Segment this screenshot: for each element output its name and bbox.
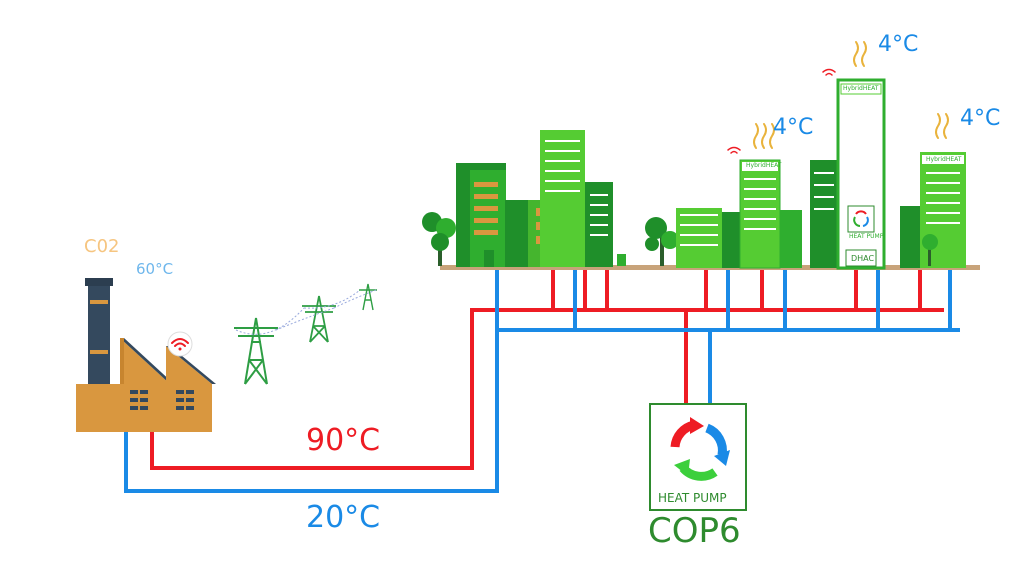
building-temp-label: 4°C: [960, 106, 1001, 131]
power-pylon-icon: [359, 283, 377, 311]
mini-heat-pump-label: HEAT PUMP: [849, 233, 884, 240]
hybridheat-sign: HybridHEAT: [926, 156, 962, 163]
bin-icon: [617, 254, 626, 266]
power-pylon-icon: [234, 317, 278, 385]
tree-icon: [922, 234, 938, 266]
supply-temp-label: 90°C: [306, 423, 381, 458]
heat-pump-box: [649, 403, 747, 511]
co2-label: C02: [84, 236, 120, 257]
hybridheat-sign: HybridHEAT: [746, 162, 782, 169]
factory-icon: [76, 278, 216, 432]
return-temp-label: 20°C: [306, 500, 381, 535]
building-icon: [739, 159, 802, 269]
building-temp-label: 4°C: [878, 32, 919, 57]
factory-steam-temp: 60°C: [136, 260, 174, 278]
tree-icon: [645, 217, 679, 266]
steam-icon: [935, 113, 949, 139]
building-icon: [456, 163, 506, 267]
power-lines: [235, 289, 377, 335]
cop-label: COP6: [648, 511, 741, 551]
steam-icon: [753, 123, 775, 149]
building-icon: [810, 160, 838, 268]
wifi-icon: [822, 68, 836, 76]
wifi-icon: [167, 331, 193, 357]
return-pipe: [124, 270, 960, 493]
steam-icon: [853, 41, 867, 67]
building-icon: [676, 208, 750, 268]
building-icon: [900, 152, 966, 268]
wifi-icon: [727, 146, 741, 154]
supply-pipe: [150, 270, 944, 470]
power-pylon-icon: [302, 295, 336, 343]
building-icon: [540, 130, 613, 267]
tree-icon: [422, 212, 456, 266]
tall-building-icon: [836, 78, 886, 270]
building-temp-label: 4°C: [773, 115, 814, 140]
heat-pump-label: HEAT PUMP: [658, 491, 727, 505]
dhac-label: DHAC: [851, 254, 875, 263]
hybridheat-sign: HybridHEAT: [843, 85, 879, 92]
